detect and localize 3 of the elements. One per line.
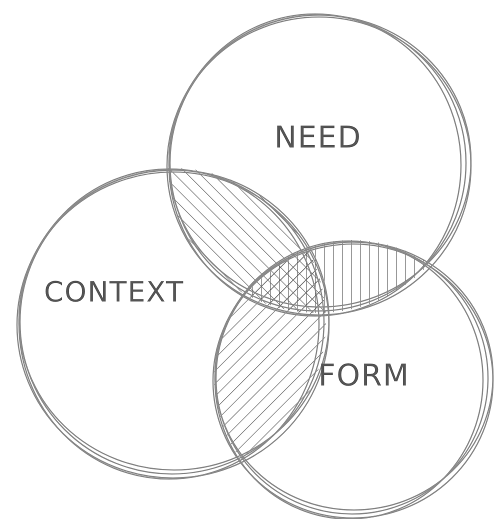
circle-label: NEED [274, 120, 362, 156]
circle-label: CONTEXT [44, 276, 184, 308]
circle-label: FORM [318, 358, 410, 394]
